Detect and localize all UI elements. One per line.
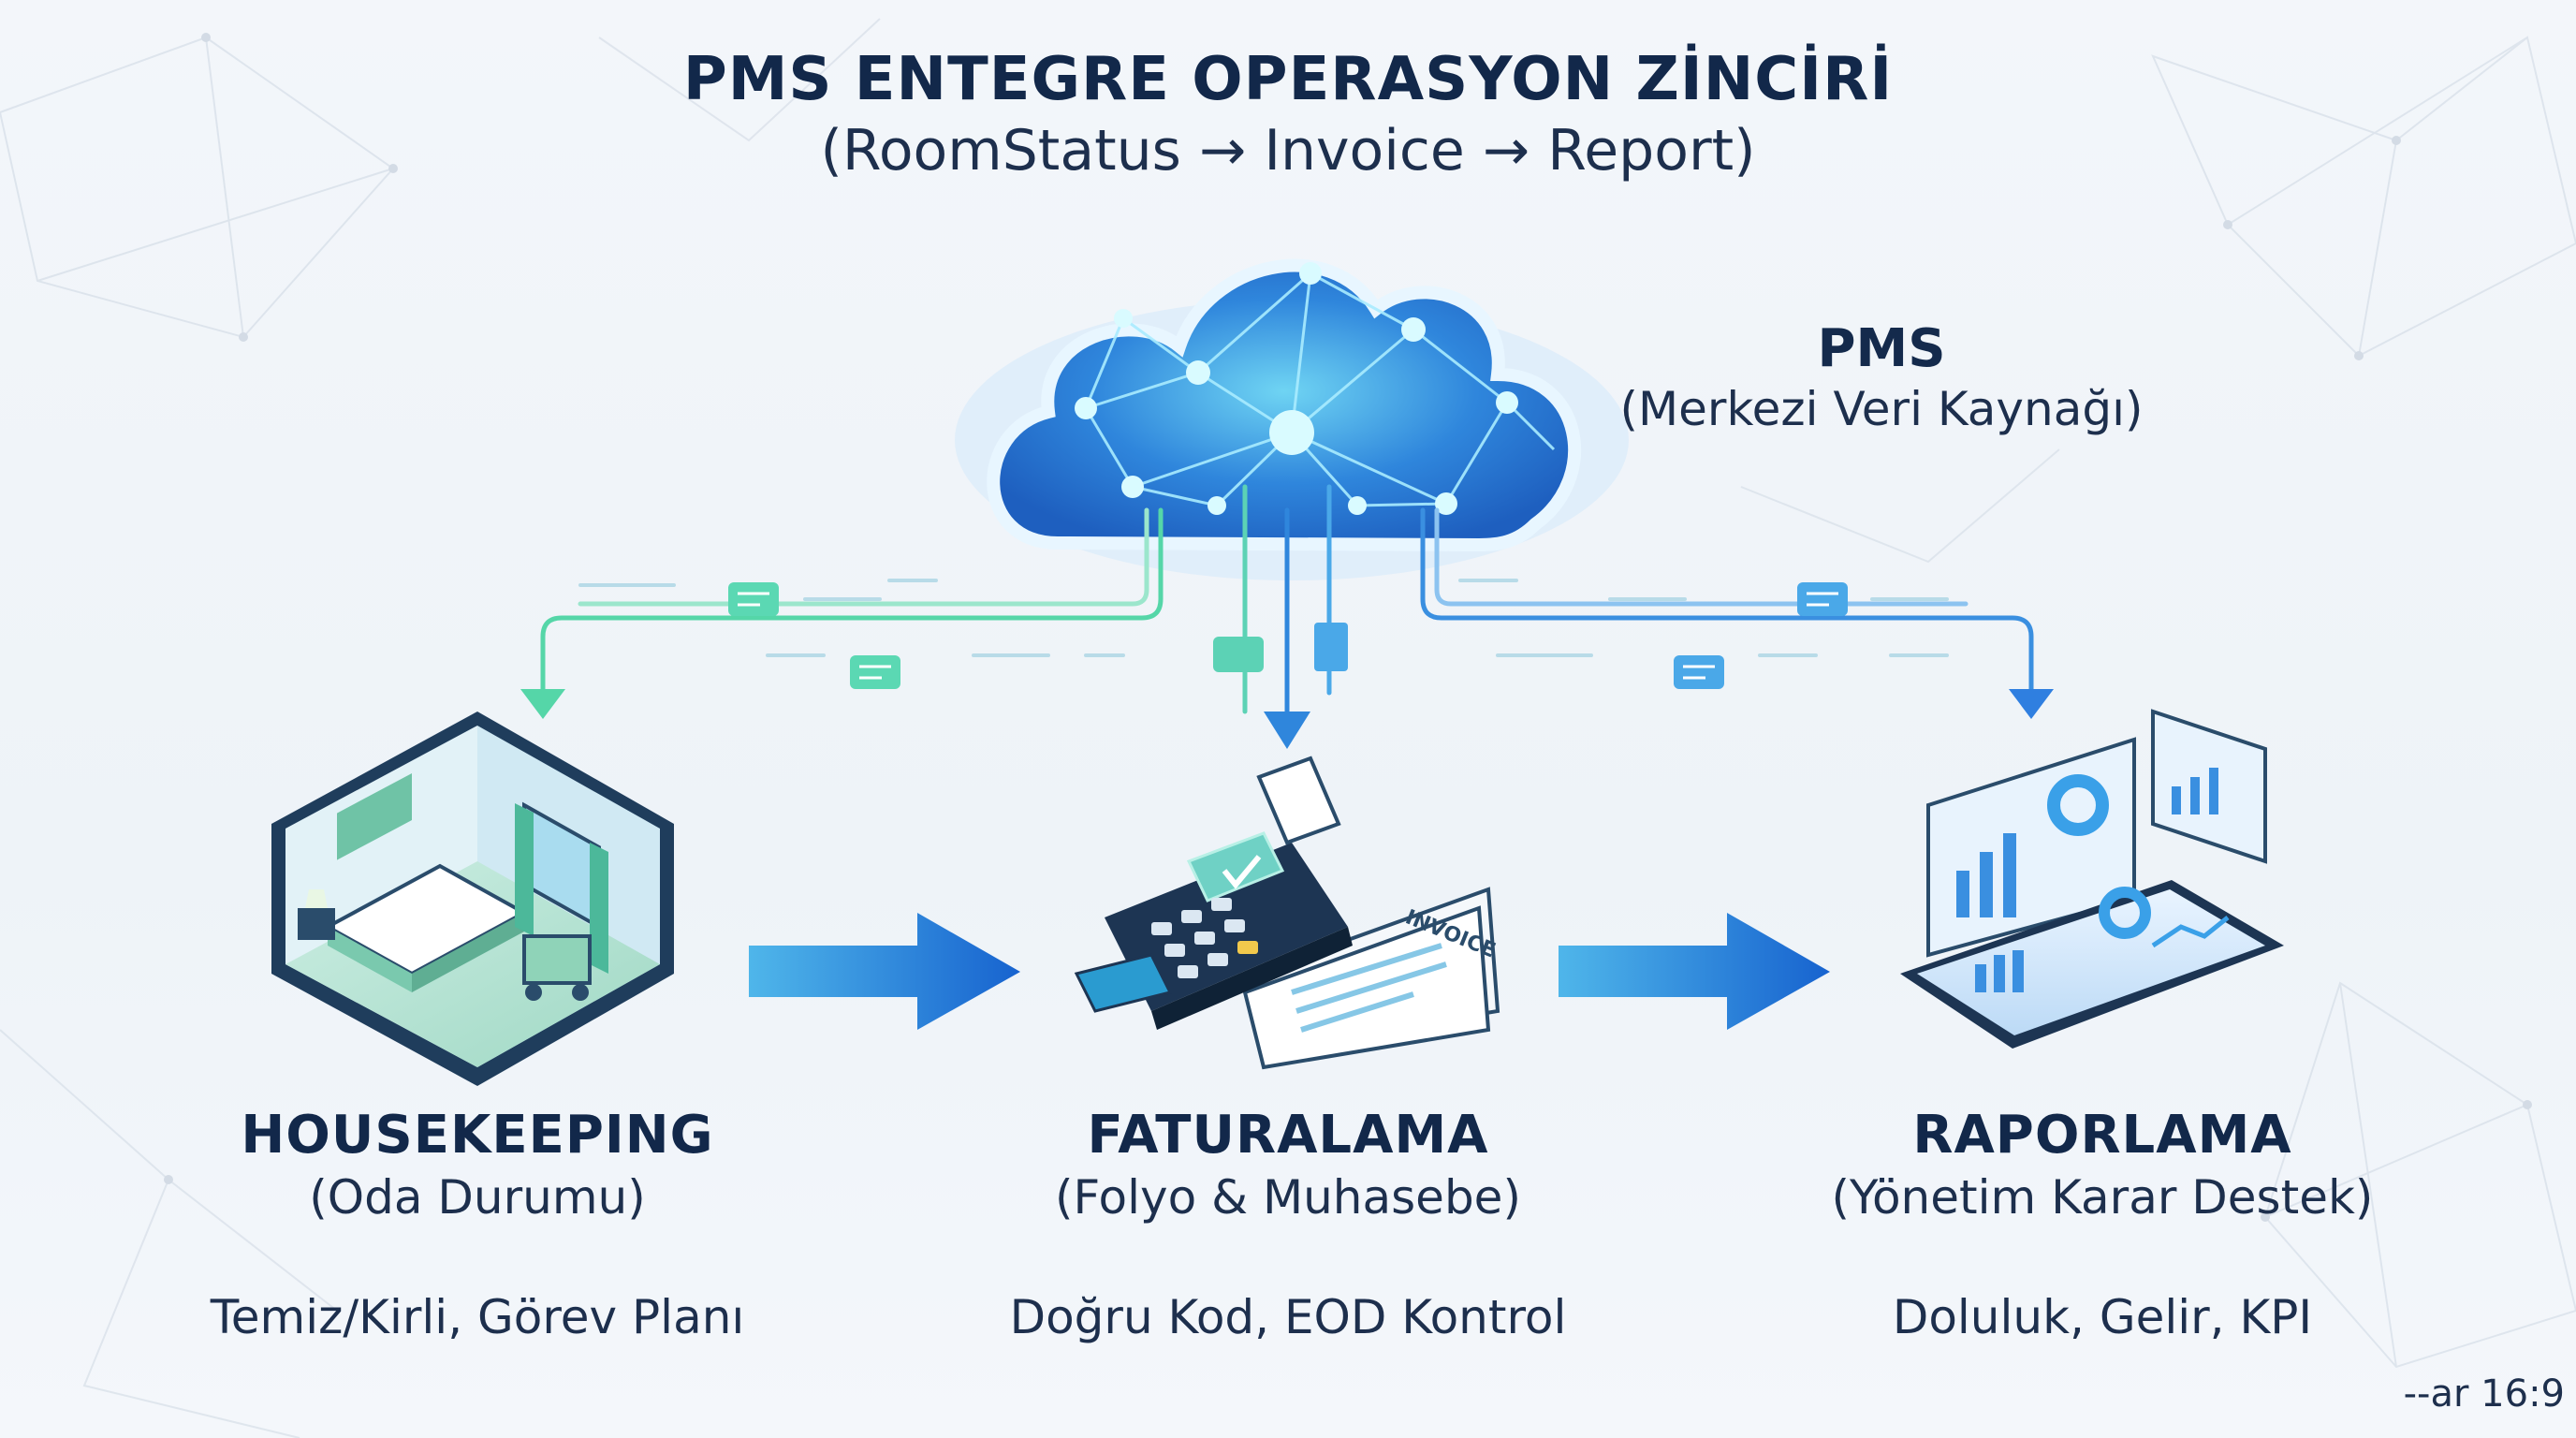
analytics-dashboard-icon (1900, 709, 2284, 1049)
page-subtitle: (RoomStatus → Invoice → Report) (820, 118, 1756, 183)
pms-label: PMS (1817, 318, 1946, 379)
flow-arrow-1 (749, 913, 1020, 1030)
billing-subtitle: (Folyo & Muhasebe) (1055, 1170, 1521, 1225)
aspect-ratio-tag: --ar 16:9 (2403, 1372, 2565, 1416)
housekeeping-title: HOUSEKEEPING (241, 1105, 714, 1166)
data-packet-icons (728, 582, 1848, 689)
housekeeping-subtitle: (Oda Durumu) (309, 1170, 646, 1225)
flow-dashes (578, 579, 1949, 657)
reporting-subtitle: (Yönetim Karar Destek) (1831, 1170, 2374, 1225)
housekeeping-description: Temiz/Kirli, Görev Planı (210, 1290, 745, 1344)
flow-arrow-2 (1559, 913, 1830, 1030)
hotel-room-icon (271, 712, 674, 1086)
pms-sublabel: (Merkezi Veri Kaynağı) (1619, 382, 2144, 436)
reporting-title: RAPORLAMA (1912, 1105, 2292, 1166)
cloud-network-icon (955, 258, 1629, 580)
arrowheads (520, 689, 2054, 749)
billing-description: Doğru Kod, EOD Kontrol (1009, 1290, 1567, 1344)
reporting-description: Doluluk, Gelir, KPI (1892, 1290, 2313, 1344)
page-title: PMS ENTEGRE OPERASYON ZİNCİRİ (682, 45, 1894, 114)
payment-terminal-invoice-icon: INVOICE (1074, 756, 1500, 1070)
billing-title: FATURALAMA (1087, 1105, 1489, 1166)
